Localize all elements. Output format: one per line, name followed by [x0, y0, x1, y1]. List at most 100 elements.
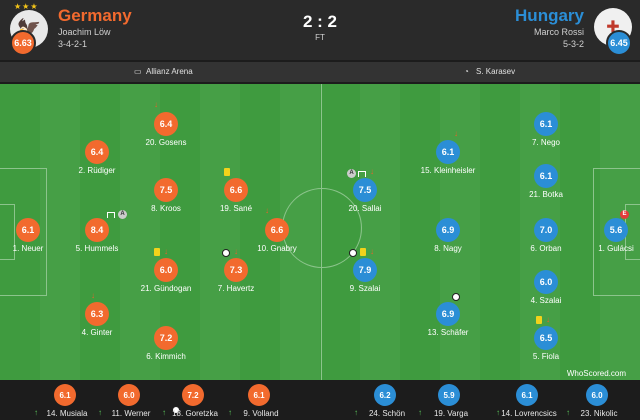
player-name: 14. Lovrencsics [501, 409, 557, 418]
substitutes-bar: 6.1 ↑ 14. Musiala 6.0 ↑ 11. Werner 7.2 ↑… [0, 380, 640, 420]
home-team-rating: 6.63 [10, 30, 36, 56]
player-name: 24. Schön [368, 409, 406, 418]
player-name: 4. Ginter [81, 328, 113, 337]
player-rating: 7.0 [534, 218, 558, 242]
home-penalty-box [0, 168, 47, 296]
player-ginter[interactable]: 6.3 4. Ginter ↓ [57, 291, 137, 342]
player-kroos[interactable]: 7.5 8. Kroos [126, 178, 206, 218]
match-info-bar: ▭ Allianz Arena ◔ S. Karasev [0, 62, 640, 82]
player-gosens[interactable]: 6.4 20. Gosens ↓ [126, 100, 206, 152]
player-sane[interactable]: 6.6 19. Sané [196, 168, 276, 218]
sub-off-icon: ↓ [265, 206, 269, 215]
player-rating: 7.3 [224, 258, 248, 282]
sub-musiala[interactable]: 6.1 ↑ 14. Musiala [32, 380, 102, 420]
player-rating: 6.4 [154, 112, 178, 136]
player-name: 6. Orban [530, 244, 562, 253]
player-kleinheisler[interactable]: 6.1 15. Kleinheisler ↓ [408, 129, 488, 180]
player-name: 21. Botka [529, 190, 563, 199]
goal-ball-icon [349, 249, 357, 257]
yellow-card-icon [536, 316, 542, 324]
sub-on-icon: ↑ [34, 408, 38, 417]
player-name: 11. Werner [111, 409, 151, 418]
player-name: 2. Rüdiger [78, 166, 116, 175]
sub-on-icon: ↑ [98, 408, 102, 417]
player-nego[interactable]: 6.1 7. Nego [506, 112, 586, 152]
away-penalty-box [593, 168, 640, 296]
player-rating: 6.6 [224, 178, 248, 202]
home-six-yard-box [0, 204, 15, 260]
player-rating: 6.6 [265, 218, 289, 242]
sub-on-icon: ↑ [496, 408, 500, 417]
player-name: 13. Schäfer [427, 328, 469, 337]
player-neuer[interactable]: 6.1 1. Neuer [0, 218, 68, 258]
stars-icon: ★★★ [14, 2, 39, 11]
yellow-card-icon [224, 168, 230, 176]
sub-varga[interactable]: 5.9 ↑ 19. Varga [416, 380, 486, 420]
player-gulacsi[interactable]: 5.6 1. Gulácsi E [576, 210, 640, 258]
player-a-szalai[interactable]: 6.0 4. Szalai [506, 270, 586, 310]
sub-off-icon: ↓ [154, 100, 158, 109]
player-rating: 6.5 [534, 326, 558, 350]
player-rating: 7.9 [353, 258, 377, 282]
player-fiola[interactable]: 6.5 5. Fiola ↓ [506, 315, 586, 366]
player-rating: 6.9 [436, 218, 460, 242]
sub-on-icon: ↑ [228, 408, 232, 417]
captain-icon: A [347, 169, 356, 178]
home-team-name[interactable]: Germany [58, 6, 132, 25]
pitch: 6.1 1. Neuer 6.4 2. Rüdiger 8.4 5. Humme… [0, 84, 640, 380]
player-rating: 7.2 [154, 326, 178, 350]
player-nagy[interactable]: 6.9 8. Nagy [408, 218, 488, 258]
player-name: 7. Havertz [217, 284, 255, 293]
player-botka[interactable]: 6.1 21. Botka [506, 164, 586, 204]
sub-off-icon: ↓ [234, 247, 238, 256]
home-formation: 3-4-2-1 [58, 39, 88, 49]
sub-off-icon: ↓ [370, 167, 374, 176]
player-orban[interactable]: 7.0 6. Orban [506, 218, 586, 258]
player-gnabry[interactable]: 6.6 10. Gnabry ↓ [237, 206, 317, 258]
player-name: 9. Szalai [349, 284, 381, 293]
match-header: ★★★ 🦅 6.63 Germany Joachim Löw 3-4-2-1 2… [0, 0, 640, 60]
sub-werner[interactable]: 6.0 ↑ 11. Werner [96, 380, 166, 420]
player-rating: 6.1 [534, 112, 558, 136]
player-name: 10. Gnabry [257, 244, 297, 253]
sub-off-icon: ↓ [546, 315, 550, 324]
player-rating: 7.2 [182, 384, 204, 406]
player-gundogan[interactable]: 6.0 21. Gündogan ↓ [126, 247, 206, 298]
sub-nikolic[interactable]: 6.0 ↑ 23. Nikolic [564, 380, 634, 420]
player-name: 5. Hummels [75, 244, 119, 253]
player-rating: 6.4 [85, 140, 109, 164]
player-rating: 6.0 [586, 384, 608, 406]
player-name: 5. Fiola [532, 352, 560, 361]
yellow-card-icon [360, 248, 366, 256]
player-rating: 7.5 [154, 178, 178, 202]
player-rating: 6.1 [248, 384, 270, 406]
player-rating: 6.3 [85, 302, 109, 326]
player-name: 15. Kleinheisler [420, 166, 476, 175]
player-sallai[interactable]: 7.5 20. Sallai A ↓ [325, 167, 405, 218]
player-rating: 8.4 [85, 218, 109, 242]
player-name: 1. Neuer [12, 244, 44, 253]
player-kimmich[interactable]: 7.2 6. Kimmich [126, 326, 206, 366]
away-team-rating: 6.45 [606, 30, 632, 56]
player-havertz[interactable]: 7.3 7. Havertz ↓ [196, 247, 276, 298]
sub-off-icon: ↓ [370, 247, 374, 256]
sub-schon[interactable]: 6.2 ↑ 24. Schön [352, 380, 422, 420]
player-name: 8. Kroos [151, 204, 181, 213]
player-hummels[interactable]: 8.4 5. Hummels A [57, 210, 137, 258]
player-schafer[interactable]: 6.9 13. Schäfer [408, 293, 488, 342]
player-rudiger[interactable]: 6.4 2. Rüdiger [57, 140, 137, 180]
sub-goretzka[interactable]: 7.2 ↑ 18. Goretzka [160, 380, 230, 420]
sub-on-icon: ↑ [418, 408, 422, 417]
captain-icon: A [118, 210, 127, 219]
sub-volland[interactable]: 6.1 ↑ 9. Volland [226, 380, 296, 420]
player-rating: 6.1 [516, 384, 538, 406]
home-manager: Joachim Löw [58, 27, 111, 37]
away-team-name[interactable]: Hungary [515, 6, 584, 25]
player-a-szalai-9[interactable]: 7.9 9. Szalai ↓ [325, 247, 405, 298]
sub-on-icon: ↑ [354, 408, 358, 417]
assist-icon [107, 212, 115, 218]
player-name: 8. Nagy [434, 244, 462, 253]
goal-ball-icon [452, 293, 460, 301]
sub-lovrencsics[interactable]: 6.1 ↑ 14. Lovrencsics [494, 380, 564, 420]
player-name: 19. Sané [219, 204, 253, 213]
